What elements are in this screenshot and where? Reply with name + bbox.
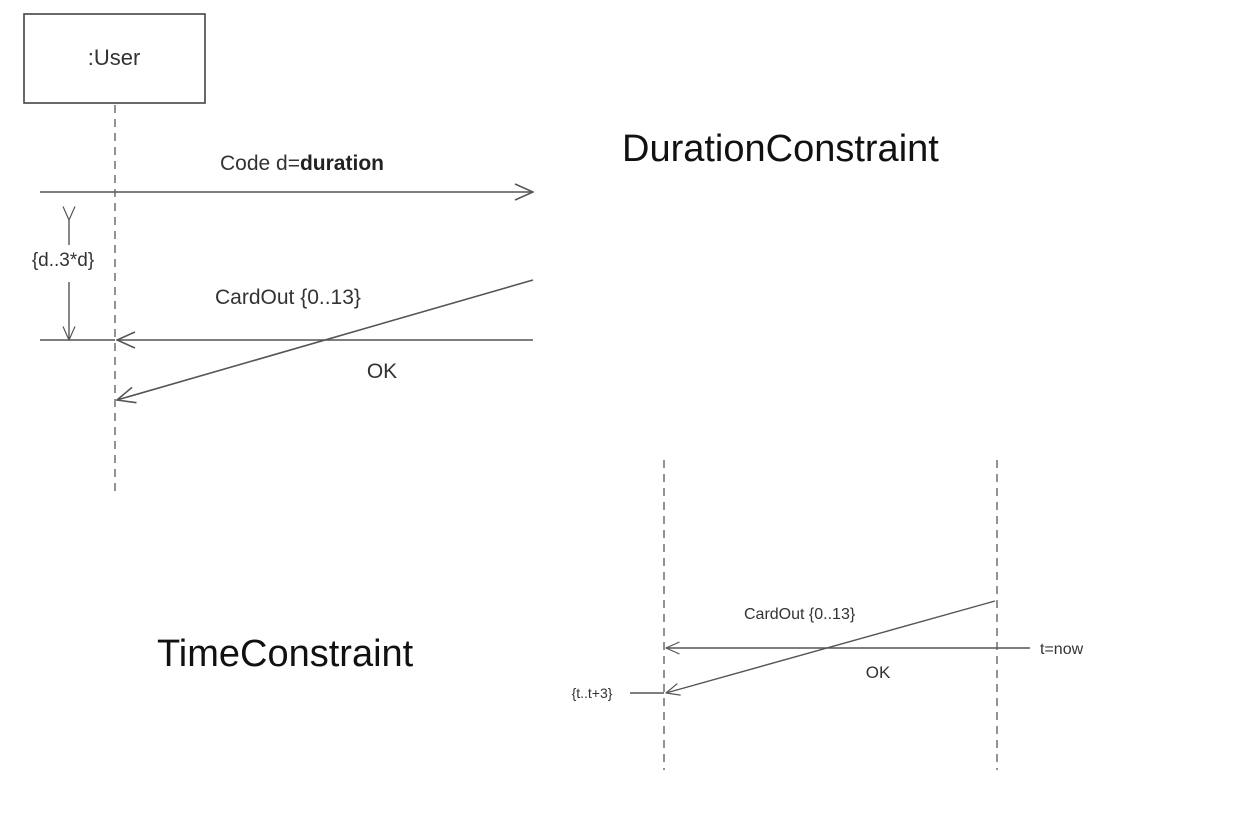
duration-constraint-diagram: :User Code d=duration {d..3*d} CardOut {… xyxy=(23,13,533,492)
code-message-duration: duration xyxy=(300,152,384,175)
user-lifeline-head xyxy=(23,13,206,104)
code-message-prefix: Code d= xyxy=(220,152,300,175)
cardout-message-label: CardOut {0..13} xyxy=(744,606,856,623)
cardout-message-arrow xyxy=(666,600,996,693)
duration-constraint-title: DurationConstraint xyxy=(622,128,939,170)
code-message-label: Code d=duration xyxy=(220,152,384,175)
cardout-message-label: CardOut {0..13} xyxy=(215,286,361,309)
time-constraint-label: {t..t+3} xyxy=(572,685,613,701)
time-observation-label: t=now xyxy=(1040,641,1084,658)
time-constraint-title: TimeConstraint xyxy=(157,633,414,675)
user-lifeline-label: :User xyxy=(88,45,141,70)
ok-message-label: OK xyxy=(866,663,891,682)
duration-constraint-label: {d..3*d} xyxy=(32,250,94,271)
ok-message-label: OK xyxy=(367,360,397,383)
time-constraint-diagram: CardOut {0..13} OK t=now {t..t+3} xyxy=(572,460,1084,770)
